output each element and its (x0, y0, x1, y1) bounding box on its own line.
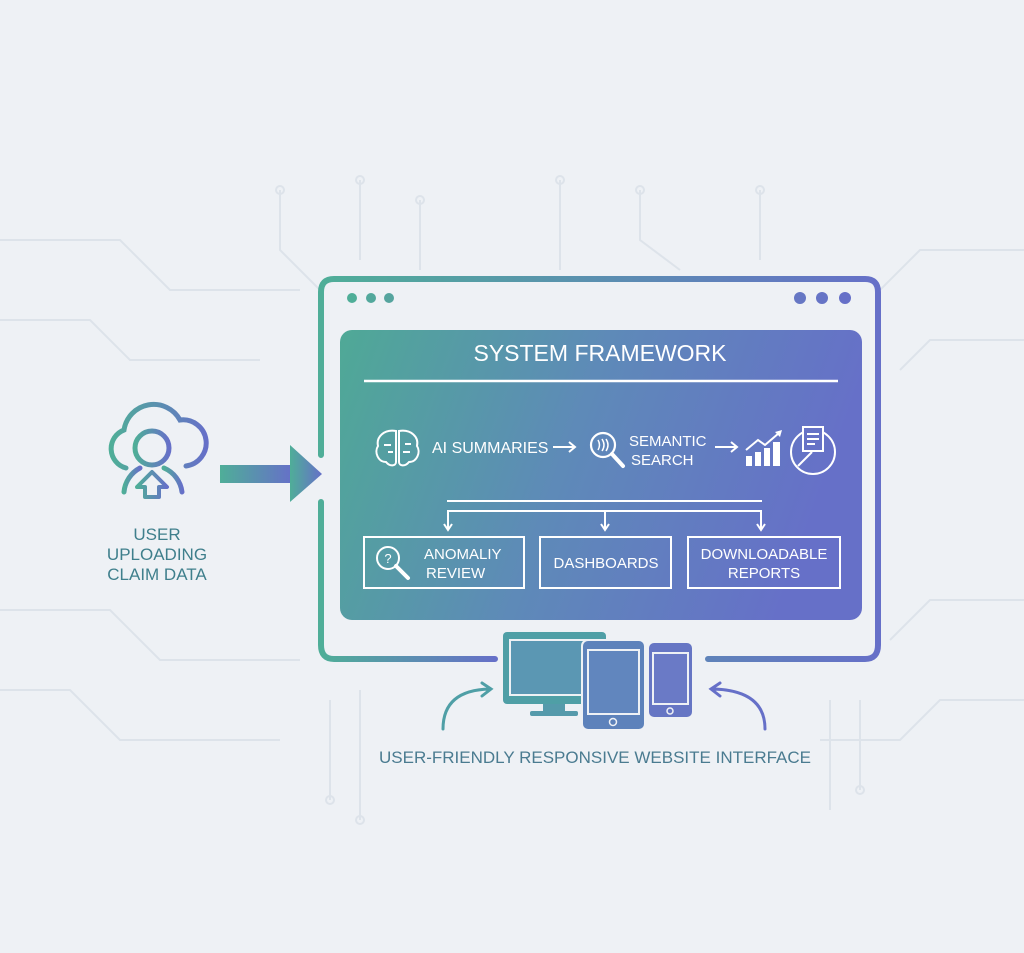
output-label: REPORTS (728, 565, 800, 582)
branch-connectors (443, 500, 766, 532)
arrow-right-icon (220, 445, 322, 502)
output-anomaly-review: ? ANOMALIY REVIEW (363, 536, 525, 589)
phone-icon (647, 641, 694, 719)
arrow-right-icon (553, 441, 577, 453)
brain-icon (375, 429, 420, 467)
output-label: REVIEW (426, 565, 486, 582)
output-label: ANOMALIY (424, 546, 502, 563)
browser-window-frame (318, 276, 881, 662)
output-downloadable-reports: DOWNLOADABLE REPORTS (687, 536, 841, 589)
curved-arrow-icon (708, 681, 767, 731)
pipeline-step-semantic: SEMANTIC (629, 433, 707, 450)
question-search-icon (376, 546, 410, 580)
magnifier-icon (589, 431, 625, 468)
question-mark: ? (384, 551, 391, 566)
circuit-background (0, 175, 1024, 825)
window-dots (347, 292, 851, 304)
tablet-icon (581, 639, 646, 731)
input-label-line: UPLOADING (107, 545, 207, 564)
pipeline-step-search: SEARCH (631, 452, 694, 469)
framework-panel (340, 330, 862, 620)
framework-title: SYSTEM FRAMEWORK (473, 340, 727, 366)
cloud-user-upload-icon (108, 401, 209, 499)
report-document-icon (790, 426, 836, 475)
input-label-line: CLAIM DATA (107, 565, 207, 584)
output-label: DOWNLOADABLE (701, 546, 828, 563)
output-label: DASHBOARDS (553, 555, 658, 572)
output-dashboards: DASHBOARDS (539, 536, 672, 589)
devices-caption: USER-FRIENDLY RESPONSIVE WEBSITE INTERFA… (379, 748, 811, 767)
bar-chart-trend-icon (745, 430, 782, 466)
pipeline-step-ai-summaries: AI SUMMARIES (432, 440, 548, 457)
input-label-line: USER (133, 525, 180, 544)
curved-arrow-icon (441, 681, 494, 731)
arrow-right-icon (715, 441, 739, 453)
